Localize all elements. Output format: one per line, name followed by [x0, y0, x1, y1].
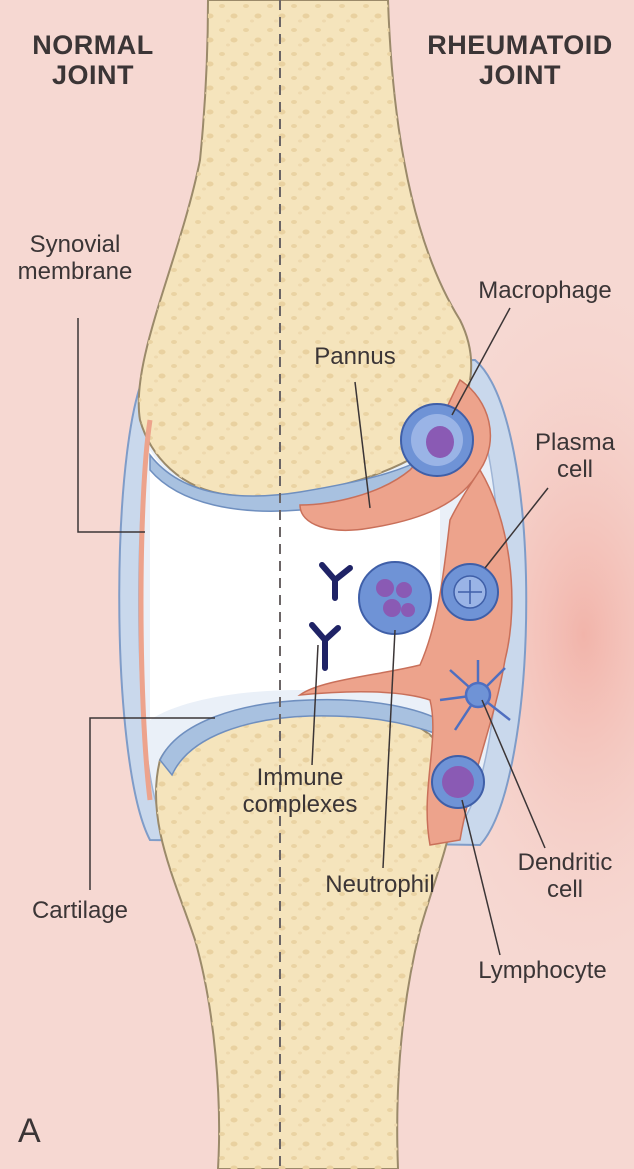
label-lymphocyte: Lymphocyte	[455, 958, 630, 985]
label-neutrophil: Neutrophil	[305, 872, 455, 899]
label-plasma-cell: Plasma cell	[520, 430, 630, 484]
plasma-cell	[442, 564, 498, 620]
lymphocyte-cell	[432, 756, 484, 808]
label-synovial-membrane: Synovial membrane	[5, 232, 145, 286]
neutrophil-cell	[359, 562, 431, 634]
label-macrophage: Macrophage	[460, 278, 630, 305]
label-dendritic-cell: Dendritic cell	[500, 850, 630, 904]
header-normal-joint: NORMAL JOINT	[28, 30, 158, 90]
label-immune-complexes: Immune complexes	[230, 765, 370, 819]
panel-letter: A	[18, 1112, 58, 1150]
header-rheumatoid-joint: RHEUMATOID JOINT	[420, 30, 620, 90]
label-pannus: Pannus	[300, 344, 410, 371]
macrophage-cell	[401, 404, 473, 476]
label-cartilage: Cartilage	[15, 898, 145, 925]
